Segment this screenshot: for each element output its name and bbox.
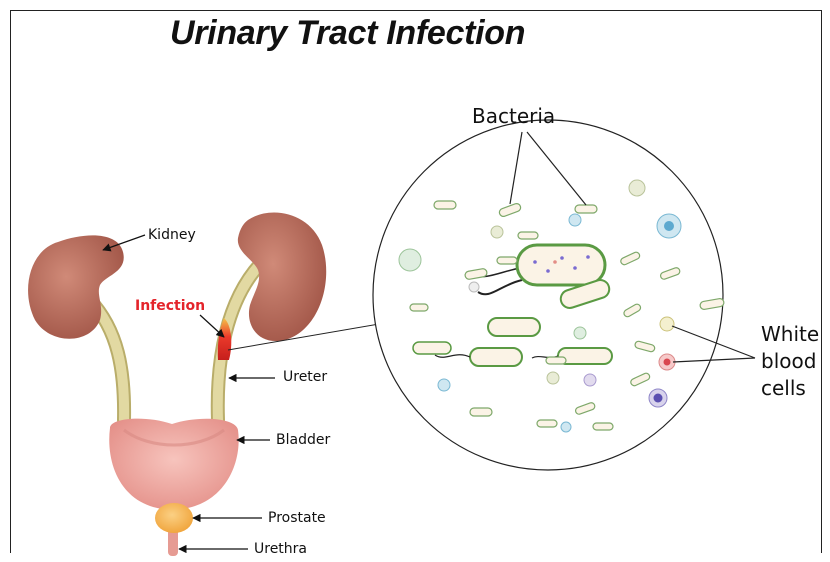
ureter-label: Ureter (283, 369, 327, 385)
infection-label: Infection (135, 298, 205, 314)
bladder-label: Bladder (276, 432, 330, 448)
bacteria-label: Bacteria (472, 104, 555, 128)
prostate-label: Prostate (268, 510, 326, 526)
wbc-label-line-3: cells (761, 375, 819, 402)
magnify-connector (228, 323, 385, 350)
wbc-label-line-1: White (761, 321, 819, 348)
white-blood-cells-label: White blood cells (761, 321, 819, 402)
kidney-label: Kidney (148, 227, 196, 243)
urethra-label: Urethra (254, 541, 307, 557)
prostate (155, 503, 193, 533)
magnified-view (373, 120, 725, 470)
wbc-label-line-2: blood (761, 348, 819, 375)
